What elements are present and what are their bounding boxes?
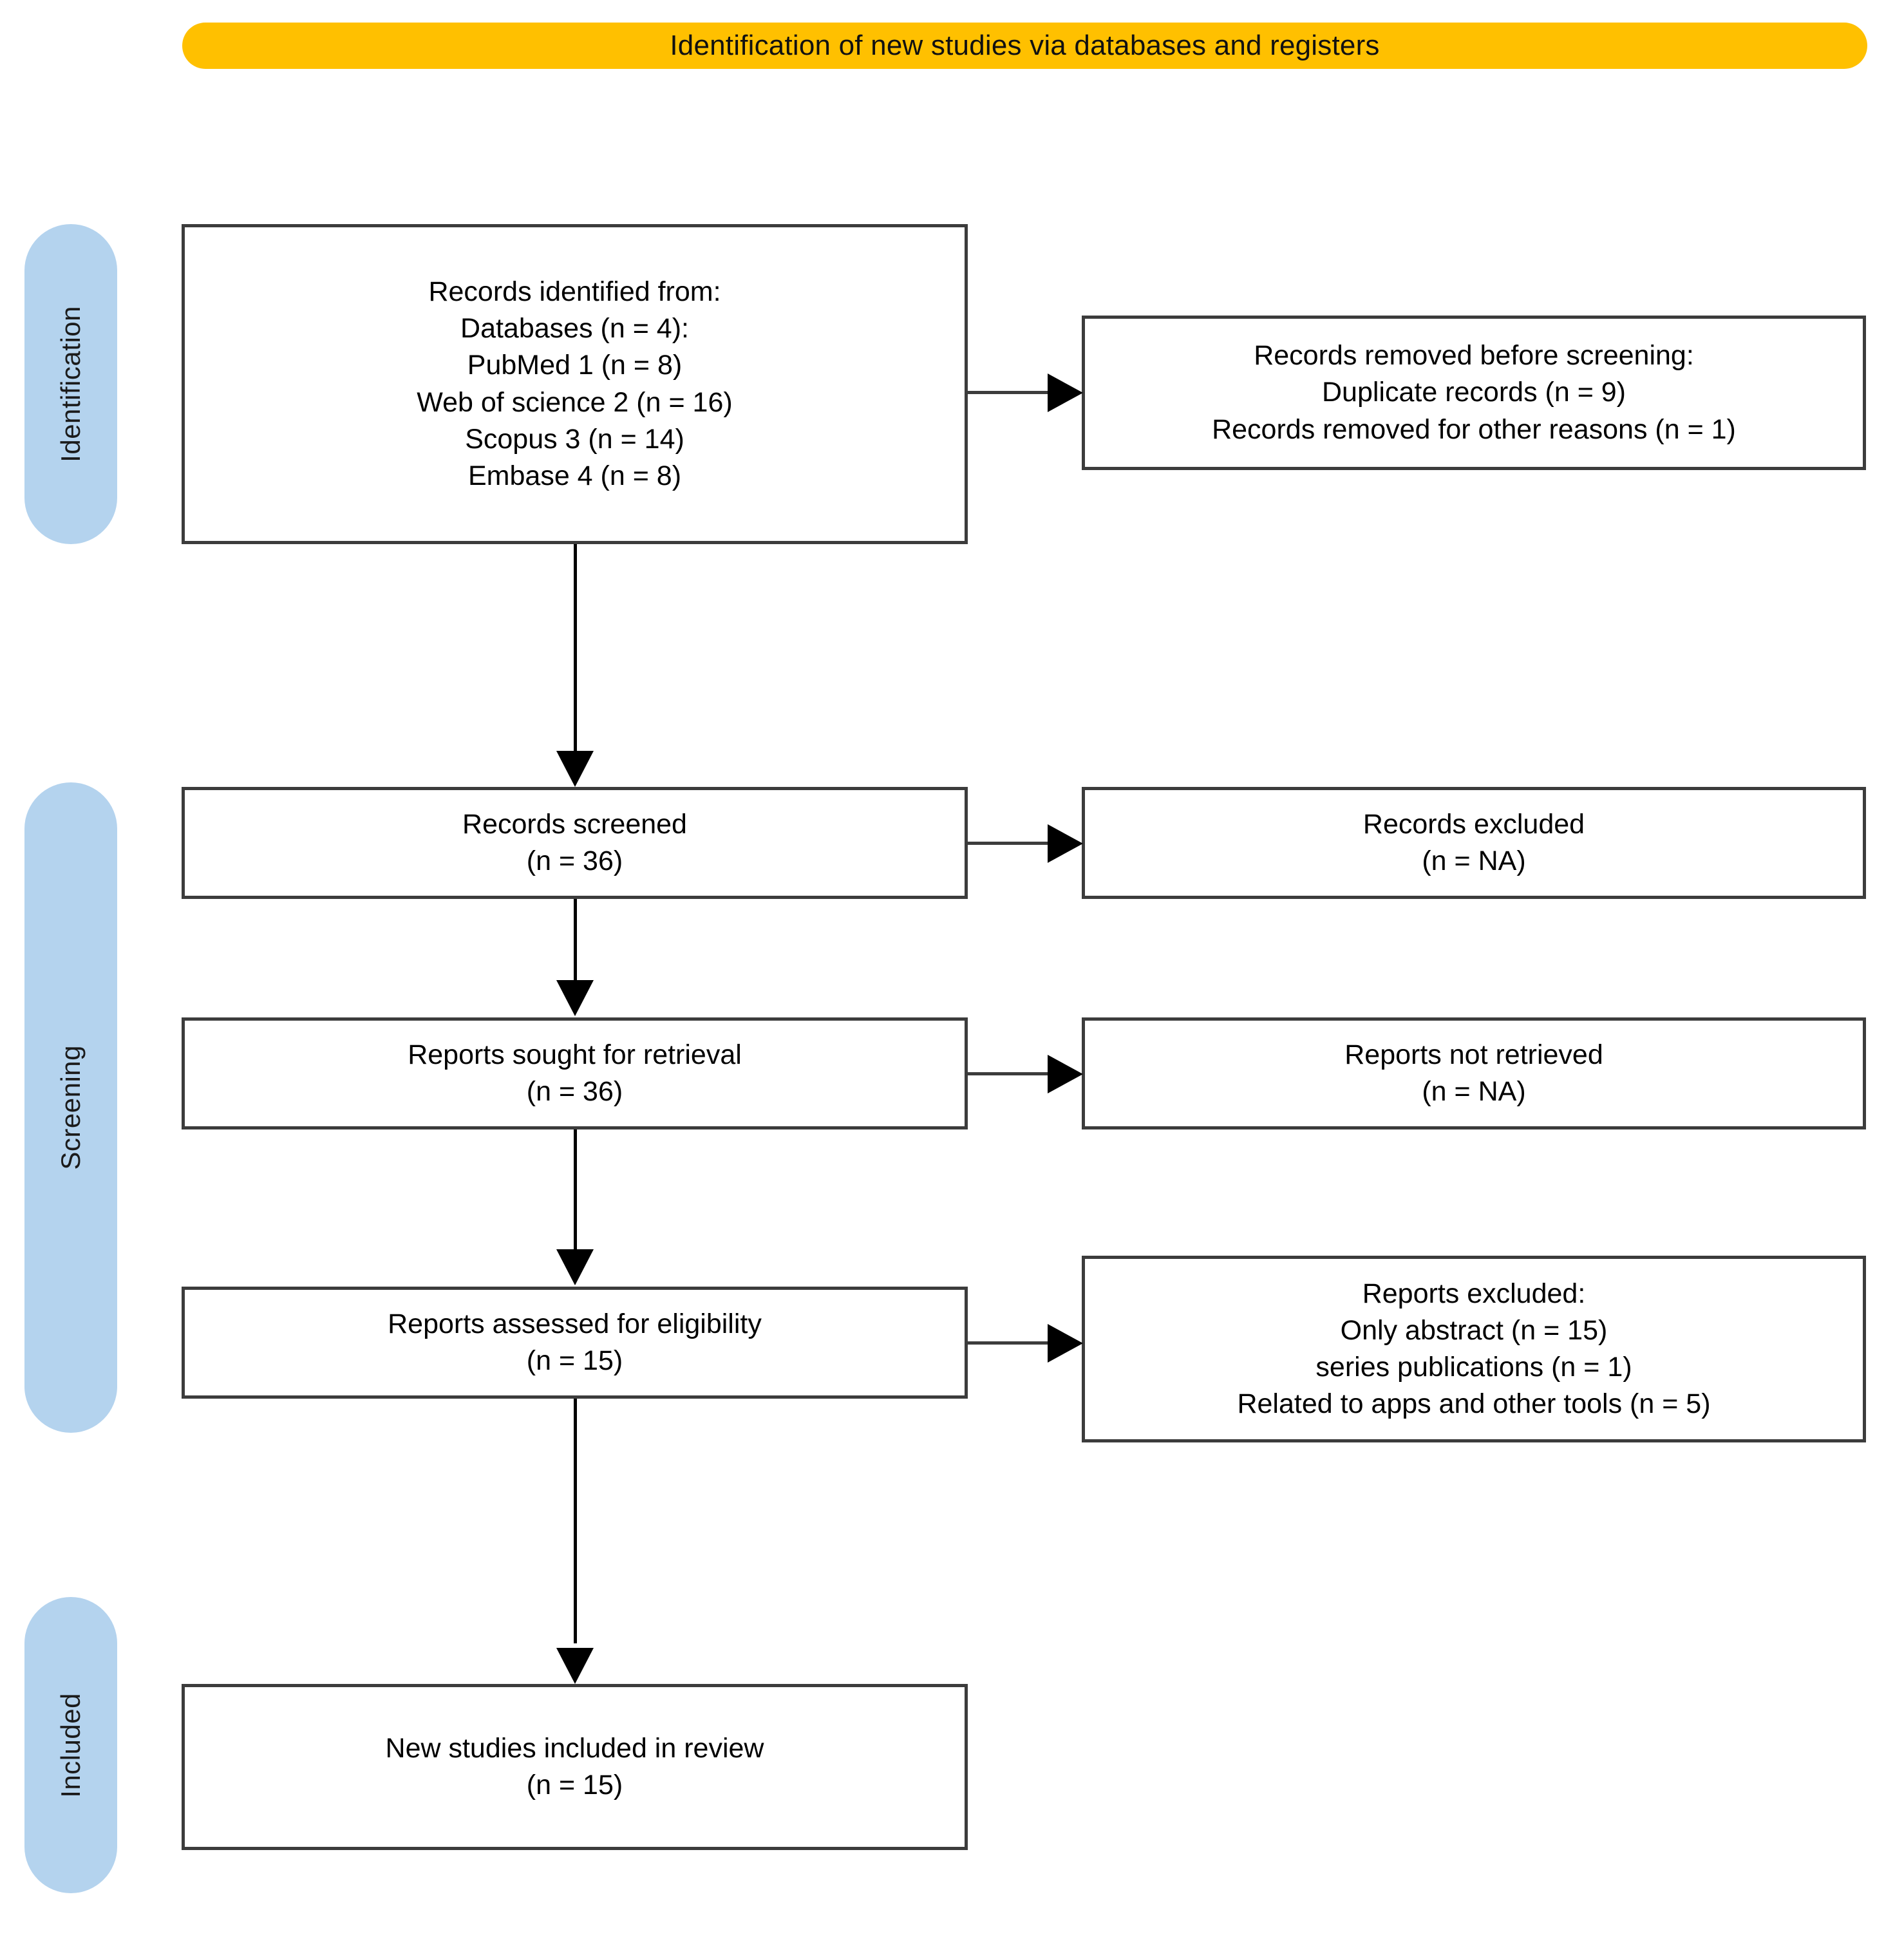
box-records-excluded: Records excluded (n = NA)	[1082, 787, 1866, 899]
connector-screened-to-sought	[574, 899, 577, 983]
box-line: Reports not retrieved	[1344, 1039, 1603, 1070]
connector-sought-to-notretrieved	[968, 1072, 1053, 1075]
box-line: Embase 4 (n = 8)	[467, 460, 682, 491]
connector-screened-to-excluded	[968, 842, 1053, 845]
connector-identified-to-screened	[574, 544, 577, 757]
connector-assessed-to-reportsexcluded	[968, 1341, 1053, 1345]
arrowhead-down-icon	[556, 751, 594, 787]
box-line: (n = 36)	[526, 1076, 623, 1107]
diagram-header-banner: Identification of new studies via databa…	[182, 23, 1867, 69]
box-new-studies-included-in-review: New studies included in review (n = 15)	[182, 1684, 968, 1850]
box-reports-assessed-for-eligibility: Reports assessed for eligibility (n = 15…	[182, 1287, 968, 1399]
arrowhead-down-icon	[556, 1648, 594, 1684]
box-line: Duplicate records (n = 9)	[1321, 377, 1626, 408]
box-line: Scopus 3 (n = 14)	[465, 423, 684, 455]
box-line: Records removed for other reasons (n = 1…	[1212, 413, 1736, 445]
box-line: (n = 15)	[526, 1770, 623, 1800]
arrowhead-right-icon	[1048, 1324, 1083, 1363]
box-line: (n = NA)	[1422, 846, 1526, 876]
box-reports-sought-for-retrieval: Reports sought for retrieval (n = 36)	[182, 1017, 968, 1129]
connector-assessed-to-included	[574, 1399, 577, 1643]
box-line: New studies included in review	[385, 1732, 764, 1764]
stage-label-included: Included	[24, 1597, 117, 1893]
box-reports-not-retrieved: Reports not retrieved (n = NA)	[1082, 1017, 1866, 1129]
box-line: (n = 36)	[526, 846, 623, 876]
box-line: Only abstract (n = 15)	[1340, 1314, 1608, 1346]
box-line: Records screened	[462, 808, 687, 840]
connector-sought-to-assessed	[574, 1129, 577, 1252]
box-line: Records identified from:	[428, 276, 721, 307]
box-line: PubMed 1 (n = 8)	[467, 350, 683, 381]
arrowhead-right-icon	[1048, 824, 1083, 863]
box-line: (n = 15)	[526, 1345, 623, 1376]
box-line: series publications (n = 1)	[1315, 1352, 1632, 1383]
stage-label-screening-text: Screening	[55, 1045, 86, 1170]
box-line: Reports sought for retrieval	[408, 1039, 742, 1070]
box-line: Reports excluded:	[1362, 1278, 1586, 1309]
stage-label-screening: Screening	[24, 782, 117, 1433]
box-reports-excluded: Reports excluded: Only abstract (n = 15)…	[1082, 1256, 1866, 1442]
box-line: (n = NA)	[1422, 1076, 1526, 1107]
box-records-identified: Records identified from: Databases (n = …	[182, 224, 968, 544]
arrowhead-down-icon	[556, 980, 594, 1016]
box-line: Records removed before screening:	[1254, 340, 1694, 372]
arrowhead-down-icon	[556, 1249, 594, 1285]
connector-identified-to-removed	[968, 391, 1053, 394]
box-records-screened: Records screened (n = 36)	[182, 787, 968, 899]
box-line: Related to apps and other tools (n = 5)	[1237, 1388, 1711, 1420]
box-line: Databases (n = 4):	[460, 313, 689, 345]
arrowhead-right-icon	[1048, 373, 1083, 412]
box-line: Reports assessed for eligibility	[388, 1308, 762, 1339]
box-line: Web of science 2 (n = 16)	[417, 386, 733, 418]
stage-label-included-text: Included	[55, 1692, 86, 1798]
stage-label-identification: Identification	[24, 224, 117, 544]
box-line: Records excluded	[1362, 808, 1585, 840]
box-records-removed-before-screening: Records removed before screening: Duplic…	[1082, 316, 1866, 470]
arrowhead-right-icon	[1048, 1055, 1083, 1093]
stage-label-identification-text: Identification	[55, 306, 86, 462]
diagram-title: Identification of new studies via databa…	[670, 30, 1380, 61]
